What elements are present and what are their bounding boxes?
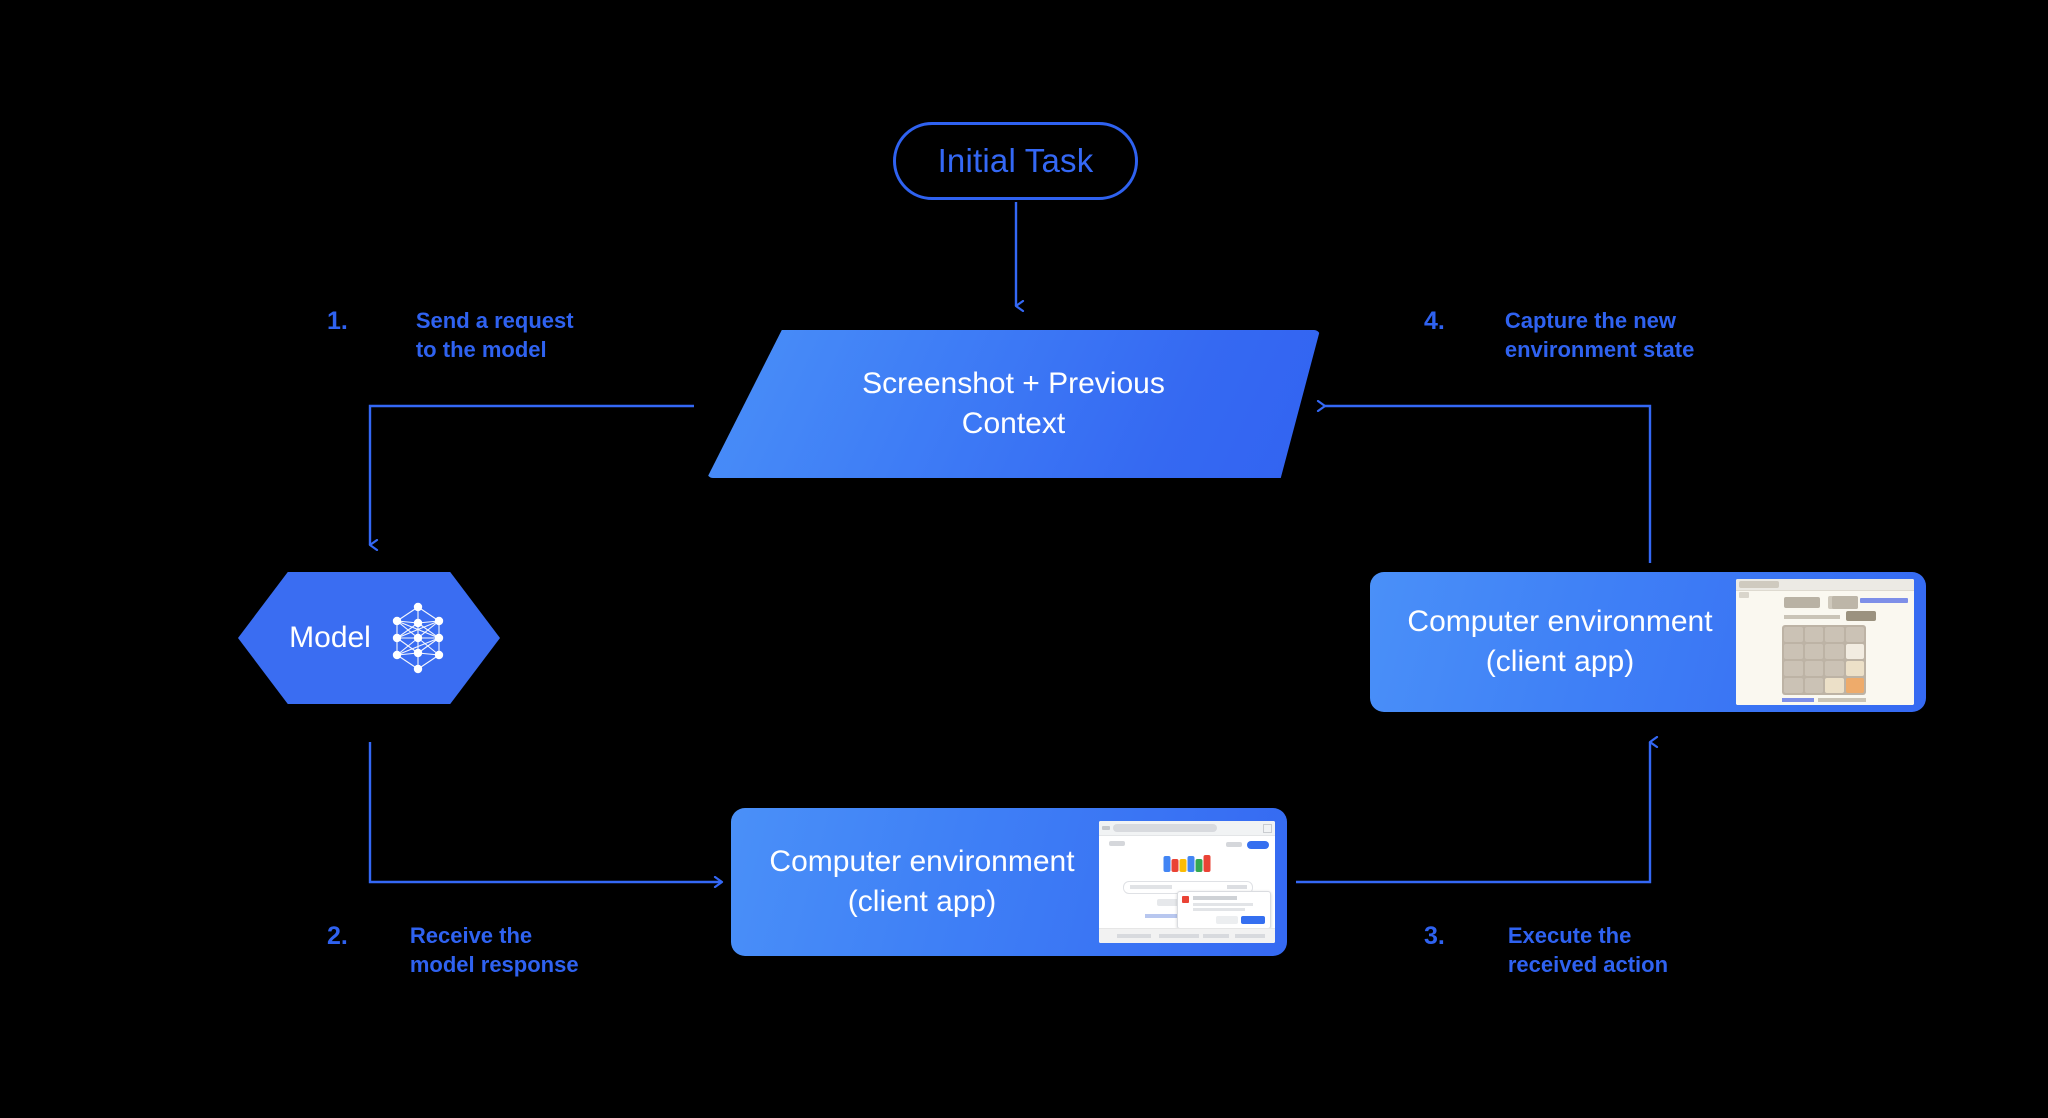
step-2-caption: 2. Receive the model response — [327, 921, 579, 979]
tile-cell-8 — [1845, 678, 1864, 693]
step-1-text: Send a request to the model — [415, 308, 574, 362]
step-3-number: 3. — [1424, 922, 1445, 950]
connector-env-right-to-context — [1325, 406, 1652, 563]
game-brand-2048 — [1784, 597, 1820, 608]
dialog-confirm-button — [1241, 916, 1265, 924]
tile-cell-4 — [1825, 678, 1844, 693]
connector-env-bottom-to-env-right — [1296, 742, 1650, 884]
dialog-icon — [1182, 896, 1189, 903]
env-right-label-line1: Computer environment — [1407, 605, 1713, 638]
step-2-number: 2. — [327, 922, 348, 950]
best-score-box — [1832, 596, 1858, 609]
header-link — [1860, 598, 1908, 603]
step-4-text: Capture the new environment state — [1504, 308, 1695, 362]
page-top-right-links — [1226, 842, 1242, 847]
browser-urlbar — [1739, 592, 1749, 598]
step-3-caption: 3. Execute the received action — [1424, 921, 1668, 979]
tile-cell — [1784, 678, 1803, 693]
step-1-number: 1. — [327, 307, 348, 335]
tile-cell — [1804, 644, 1823, 659]
tile-cell — [1825, 627, 1844, 642]
thumbnail-google-search — [1099, 821, 1275, 943]
close-icon — [1263, 824, 1272, 833]
node-computer-environment-bottom[interactable]: Computer environment (client app) — [731, 808, 1287, 956]
dialog-popup — [1177, 891, 1271, 929]
tile-cell — [1784, 644, 1803, 659]
model-content: Model — [238, 572, 500, 704]
step-1-caption: 1. Send a request to the model — [327, 306, 574, 364]
tile-cell — [1784, 661, 1803, 676]
env-right-label-group: Computer environment (client app) — [1370, 602, 1736, 682]
node-model[interactable]: Model — [238, 572, 500, 704]
step-3-text: Execute the received action — [1507, 923, 1669, 977]
thumbnail-2048-game — [1736, 579, 1914, 705]
sign-in-button — [1247, 841, 1269, 849]
connector-context-to-model — [368, 404, 694, 545]
hexagon-shape — [238, 572, 500, 704]
tile-cell — [1804, 678, 1823, 693]
initial-task-label: Initial Task — [937, 142, 1094, 179]
step-4-caption: 4. Capture the new environment state — [1424, 306, 1694, 364]
page-top-left-links — [1109, 841, 1125, 846]
game-subtitle — [1784, 615, 1840, 619]
browser-address-bar — [1113, 824, 1217, 832]
node-screenshot-context[interactable]: Screenshot + Previous Context — [707, 330, 1320, 478]
tile-cell — [1845, 627, 1864, 642]
step-4-number: 4. — [1424, 307, 1445, 335]
browser-tab — [1739, 581, 1779, 588]
tile-cell — [1825, 661, 1844, 676]
tile-cell-4 — [1845, 661, 1864, 676]
search-button — [1157, 899, 1183, 906]
env-bottom-label-line1: Computer environment — [769, 845, 1075, 878]
node-initial-task[interactable]: Initial Task — [893, 122, 1138, 200]
dialog-cancel-button — [1216, 916, 1238, 924]
game-board — [1782, 625, 1866, 695]
tile-cell — [1804, 661, 1823, 676]
google-logo-icon — [1163, 855, 1211, 872]
step-2-text: Receive the model response — [409, 923, 579, 977]
footer-link — [1782, 698, 1814, 702]
browser-nav-buttons — [1102, 826, 1110, 830]
new-game-button — [1846, 611, 1876, 621]
connector-model-to-env-bottom — [368, 742, 722, 882]
neural-network-icon — [392, 602, 444, 674]
parallelogram-shape — [707, 330, 1320, 478]
tile-cell — [1804, 627, 1823, 642]
page-footer — [1099, 928, 1275, 943]
tile-cell — [1825, 644, 1844, 659]
tile-cell — [1784, 627, 1803, 642]
env-bottom-label-group: Computer environment (client app) — [731, 842, 1099, 922]
footer-text — [1818, 698, 1866, 702]
env-right-label-line2: (client app) — [1485, 645, 1635, 678]
tile-cell-2 — [1845, 644, 1864, 659]
browser-titlebar — [1736, 579, 1914, 591]
env-bottom-label-line2: (client app) — [847, 885, 997, 918]
node-computer-environment-right[interactable]: Computer environment (client app) — [1370, 572, 1926, 712]
model-label: Model — [289, 621, 371, 654]
